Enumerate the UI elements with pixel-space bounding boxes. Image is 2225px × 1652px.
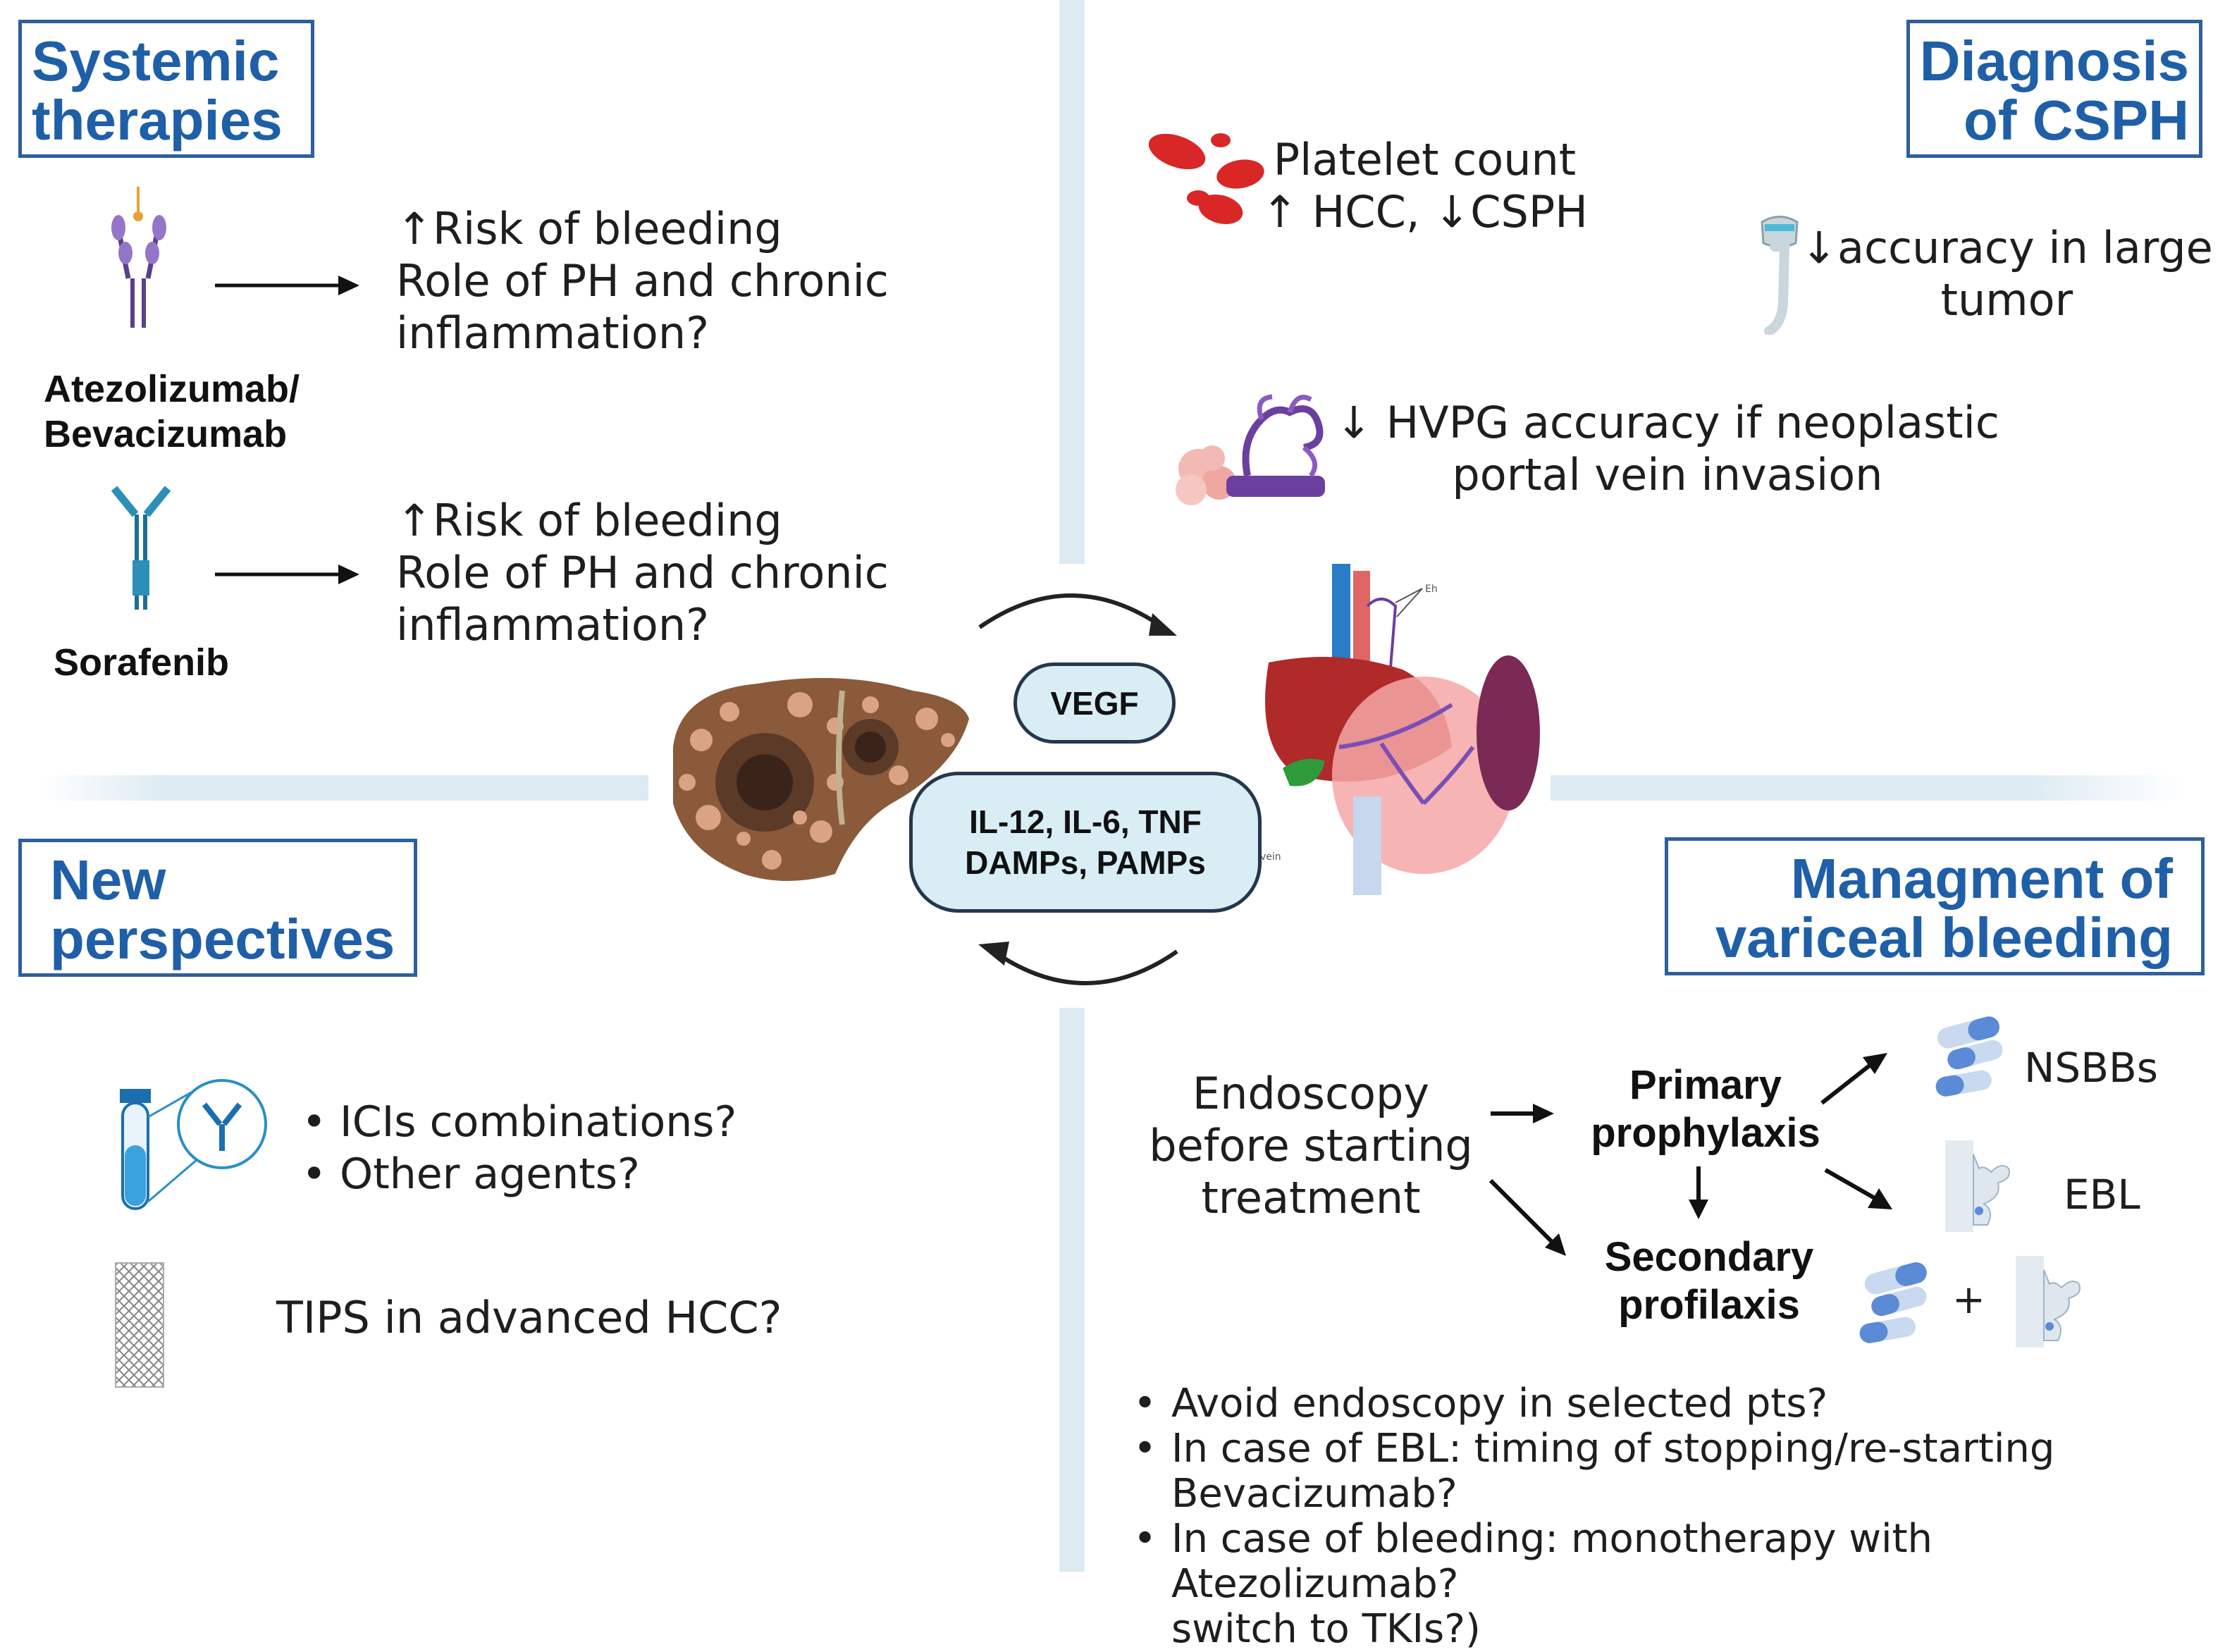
list-item: •Avoid endoscopy in selected pts?	[1133, 1381, 1828, 1426]
ultrasound-accuracy-text: ↓accuracy in large tumor	[1801, 222, 2213, 326]
management-bullet-list: •Avoid endoscopy in selected pts? •In ca…	[1128, 1381, 2213, 1652]
primary-prophylaxis-label: Primary prophylaxis	[1591, 1062, 1820, 1156]
band-ligation-icon	[1945, 1140, 2010, 1232]
variceal-bleeding-title: Managment of variceal bleeding	[1665, 837, 2205, 975]
portal-hypertension-anatomy-illustration: Eh vein	[1260, 564, 1540, 895]
blood-tube-antibody-icon	[120, 1079, 267, 1210]
plus-sign: +	[1952, 1277, 1985, 1323]
management-flow-arrows	[1489, 1053, 1892, 1256]
svg-text:vein: vein	[1260, 851, 1281, 863]
drug1-effects-text: ↑Risk of bleeding Role of PH and chronic…	[396, 203, 889, 359]
band-ligation-icon	[2016, 1256, 2081, 1348]
antibody-teal-icon	[111, 486, 171, 610]
ebl-label: EBL	[2064, 1171, 2140, 1219]
platelet-count-text: Platelet count ↑ HCC, ↓CSPH	[1262, 134, 1588, 238]
vertical-divider-top	[1059, 0, 1085, 564]
tips-text: TIPS in advanced HCC?	[276, 1292, 782, 1343]
endoscopy-text: Endoscopy before starting treatment	[1149, 1068, 1473, 1223]
pills-icon	[1859, 1262, 1927, 1343]
antibody-purple-icon	[111, 187, 166, 328]
drug2-effects-text: ↑Risk of bleeding Role of PH and chronic…	[396, 495, 889, 651]
list-item: •ICIs combinations?	[302, 1097, 737, 1147]
arrow-right-icon	[215, 276, 359, 295]
list-item: •In case of bleeding: monotherapy with A…	[1133, 1516, 1933, 1652]
perspectives-bullet-list: •ICIs combinations? •Other agents?	[296, 1096, 736, 1200]
secondary-prophylaxis-label: Secondary profilaxis	[1604, 1234, 1814, 1328]
new-perspectives-title: New perspectives	[18, 839, 417, 977]
atezolizumab-bevacizumab-label: Atezolizumab/ Bevacizumab	[44, 368, 300, 455]
cytokines-pill: IL-12, IL-6, TNF DAMPs, PAMPs	[909, 772, 1262, 913]
nsbbs-label: NSBBs	[2024, 1044, 2159, 1092]
svg-text:Eh: Eh	[1425, 584, 1438, 595]
stent-icon	[115, 1262, 164, 1388]
pills-icon	[1935, 1016, 2003, 1097]
circular-arrow-top-icon	[978, 593, 1177, 636]
systemic-therapies-title: Systemic therapies	[18, 20, 314, 158]
list-item: •In case of EBL: timing of stopping/re-s…	[1133, 1426, 2055, 1517]
vegf-pill: VEGF	[1013, 662, 1176, 744]
horizontal-divider-left	[42, 775, 648, 801]
red-blood-cells-icon	[1148, 133, 1264, 225]
sorafenib-label: Sorafenib	[54, 641, 230, 684]
hcc-liver-illustration	[673, 678, 969, 881]
hvpg-accuracy-text: ↓ HVPG accuracy if neoplastic portal vei…	[1336, 397, 1999, 500]
list-item: •Other agents?	[302, 1149, 640, 1199]
diagnosis-csph-title: Diagnosis of CSPH	[1906, 20, 2202, 158]
circular-arrow-bottom-icon	[978, 942, 1178, 985]
horizontal-divider-right	[1551, 775, 2185, 801]
arrow-right-icon	[215, 565, 359, 584]
portal-vein-invasion-icon	[1176, 394, 1325, 505]
vertical-divider-bottom	[1059, 1008, 1085, 1572]
ultrasound-probe-icon	[1761, 216, 1799, 335]
